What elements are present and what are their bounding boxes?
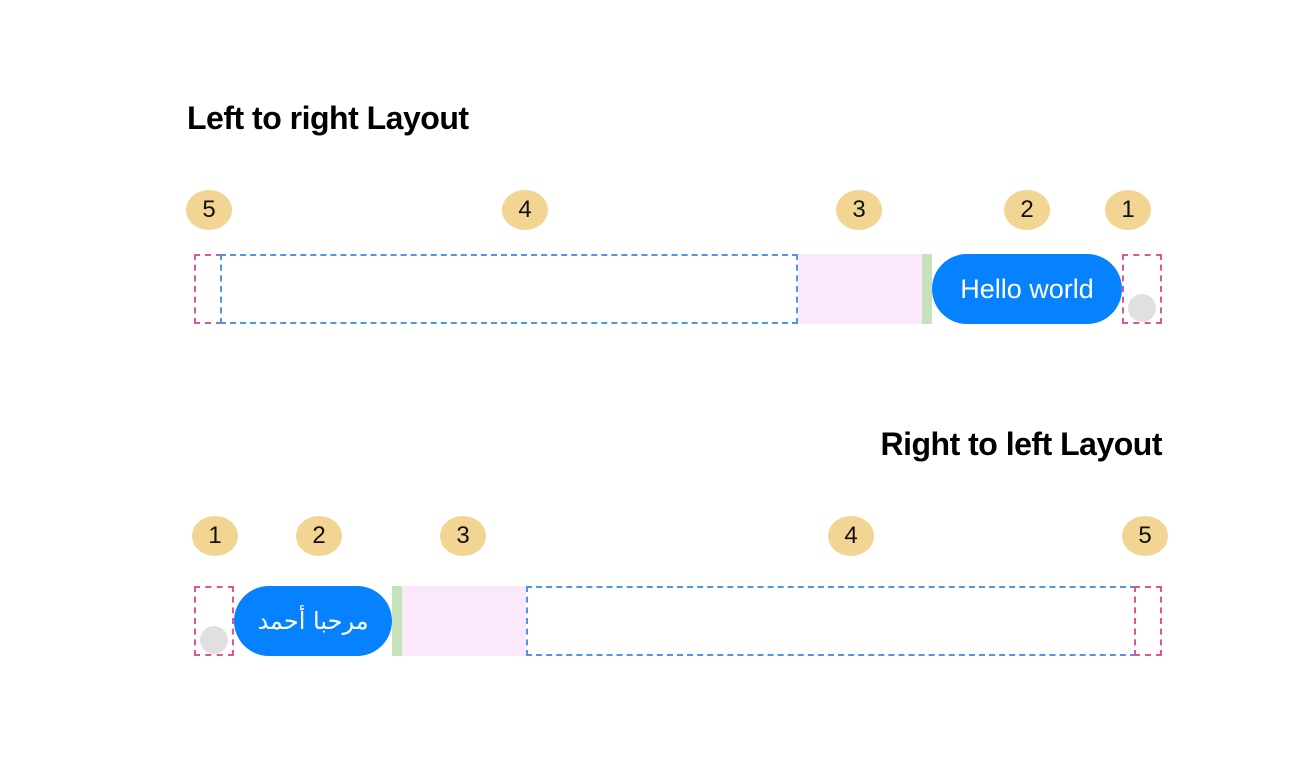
ltr-section-title: Left to right Layout	[187, 100, 469, 136]
rtl-marker-2: 2	[296, 516, 342, 556]
ltr-avatar	[1128, 294, 1156, 322]
ltr-fixed-spacer	[798, 254, 922, 324]
ltr-avatar-slot	[1122, 254, 1162, 324]
rtl-avatar	[200, 626, 228, 654]
rtl-avatar-slot	[194, 586, 234, 656]
rtl-fixed-spacer	[402, 586, 526, 656]
ltr-marker-1: 1	[1105, 190, 1151, 230]
rtl-marker-3: 3	[440, 516, 486, 556]
rtl-marker-1: 1	[192, 516, 238, 556]
ltr-separator	[922, 254, 932, 324]
rtl-separator	[392, 586, 402, 656]
ltr-flexible-space	[220, 254, 798, 324]
rtl-section-title: Right to left Layout	[880, 426, 1162, 462]
ltr-trailing-margin	[194, 254, 222, 324]
ltr-marker-4: 4	[502, 190, 548, 230]
ltr-marker-5: 5	[186, 190, 232, 230]
rtl-flexible-space	[526, 586, 1136, 656]
ltr-marker-3: 3	[836, 190, 882, 230]
rtl-trailing-margin	[1134, 586, 1162, 656]
ltr-marker-2: 2	[1004, 190, 1050, 230]
rtl-marker-5: 5	[1122, 516, 1168, 556]
rtl-message-bubble: مرحبا أحمد	[234, 586, 392, 656]
ltr-message-bubble: Hello world	[932, 254, 1122, 324]
rtl-marker-4: 4	[828, 516, 874, 556]
